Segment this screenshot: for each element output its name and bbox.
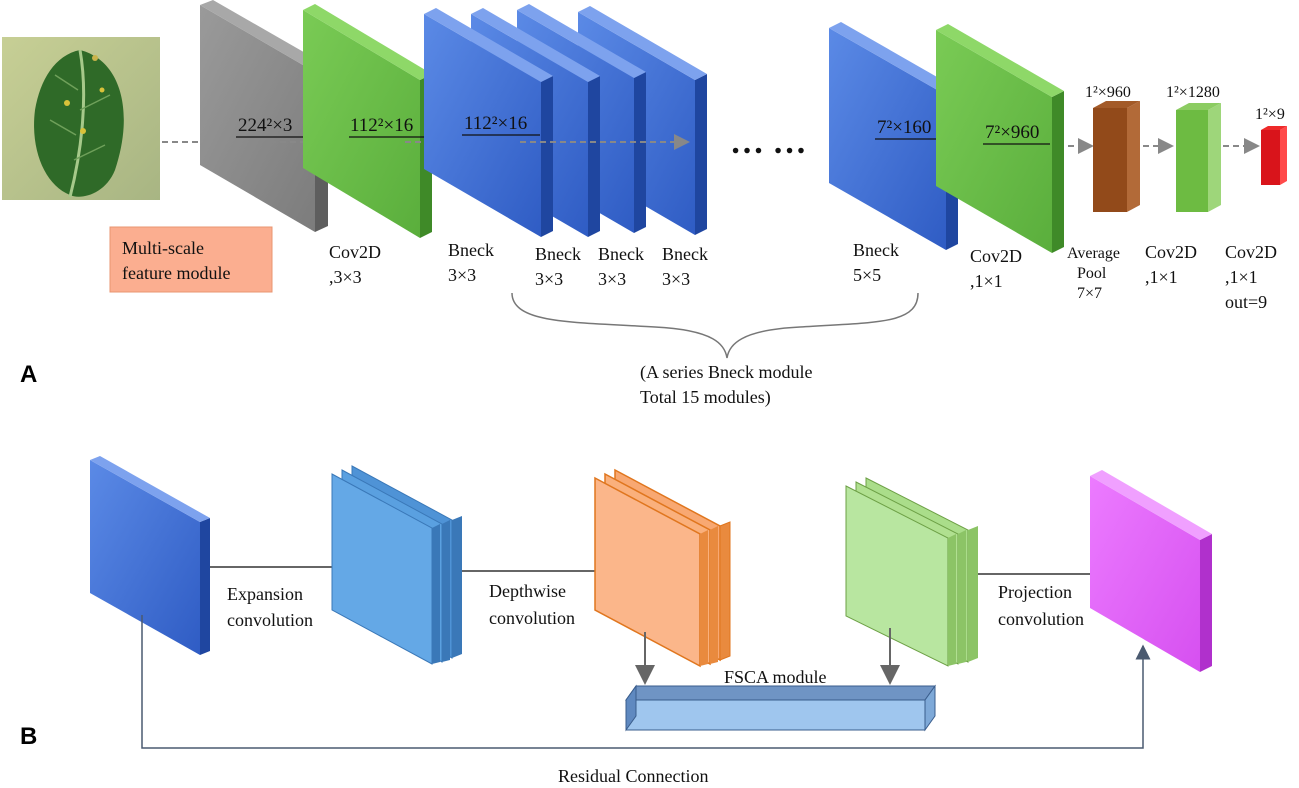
dim-avgpool: 1²×960 [1085, 84, 1131, 101]
label-avgpool-c: 7×7 [1077, 285, 1102, 302]
multiscale-label-1: Multi-scale [122, 238, 204, 258]
depthwise-label-2: convolution [489, 608, 575, 628]
dim-cov2: 7²×960 [985, 122, 1039, 143]
expansion-label-1: Expansion [227, 584, 303, 604]
label-bneck4-a: Bneck [662, 244, 708, 264]
label-cov4-c: out=9 [1225, 292, 1267, 312]
bneck-1-layer [424, 8, 553, 237]
brace-note-1: (A series Bneck module [640, 362, 812, 383]
label-bneck3-a: Bneck [598, 244, 644, 264]
projection-label-1: Projection [998, 582, 1072, 602]
panel-a-letter: A [20, 361, 37, 388]
residual-connection-line [141, 615, 1151, 749]
dim-cov3: 1²×1280 [1166, 84, 1220, 101]
fsca-module-bar [625, 684, 936, 732]
panel-b-letter: B [20, 723, 37, 750]
dim-cov4: 1²×9 [1255, 106, 1285, 123]
attention-feature-stack [845, 477, 978, 667]
label-bneck2-b: 3×3 [535, 269, 563, 289]
label-cov3-a: Cov2D [1145, 242, 1197, 262]
label-cov2-b: ,1×1 [970, 271, 1003, 291]
label-cov4-b: ,1×1 [1225, 267, 1258, 287]
label-cov2-a: Cov2D [970, 246, 1022, 266]
label-avgpool-a: Average [1067, 245, 1120, 262]
cov2d-1x1-block [1176, 103, 1221, 212]
label-bneck-last-a: Bneck [853, 240, 899, 260]
label-cov4-a: Cov2D [1225, 242, 1277, 262]
label-cov1-b: ,3×3 [329, 267, 362, 287]
label-avgpool-b: Pool [1077, 265, 1107, 282]
brace-note-2: Total 15 modules) [640, 387, 771, 408]
ellipsis: … … [730, 124, 807, 161]
avgpool-block [1093, 101, 1140, 212]
bneck-series-brace [511, 292, 919, 359]
label-bneck4-b: 3×3 [662, 269, 690, 289]
residual-label: Residual Connection [558, 766, 708, 786]
output-block [1261, 126, 1287, 185]
block-input-layer [90, 456, 210, 655]
depthwise-label-1: Depthwise [489, 581, 566, 601]
leaf-image [2, 37, 160, 200]
fsca-label: FSCA module [724, 667, 827, 687]
multiscale-label-2: feature module [122, 263, 230, 283]
multiscale-module-box [109, 226, 273, 293]
cov2d-1x1-layer [936, 24, 1064, 253]
dim-input: 224²×3 [238, 115, 292, 136]
label-bneck1-a: Bneck [448, 240, 494, 260]
dim-bneck-last: 7²×160 [877, 117, 931, 138]
dim-cov1: 112²×16 [350, 115, 413, 136]
projection-label-2: convolution [998, 609, 1084, 629]
label-bneck-last-b: 5×5 [853, 265, 881, 285]
expansion-feature-stack [331, 465, 462, 665]
label-bneck1-b: 3×3 [448, 265, 476, 285]
label-bneck2-a: Bneck [535, 244, 581, 264]
expansion-label-2: convolution [227, 610, 313, 630]
label-cov3-b: ,1×1 [1145, 267, 1178, 287]
label-cov1-a: Cov2D [329, 242, 381, 262]
label-bneck3-b: 3×3 [598, 269, 626, 289]
dim-bneck1: 112²×16 [464, 113, 527, 134]
depthwise-feature-stack [594, 468, 731, 668]
block-output-layer [1090, 470, 1212, 672]
